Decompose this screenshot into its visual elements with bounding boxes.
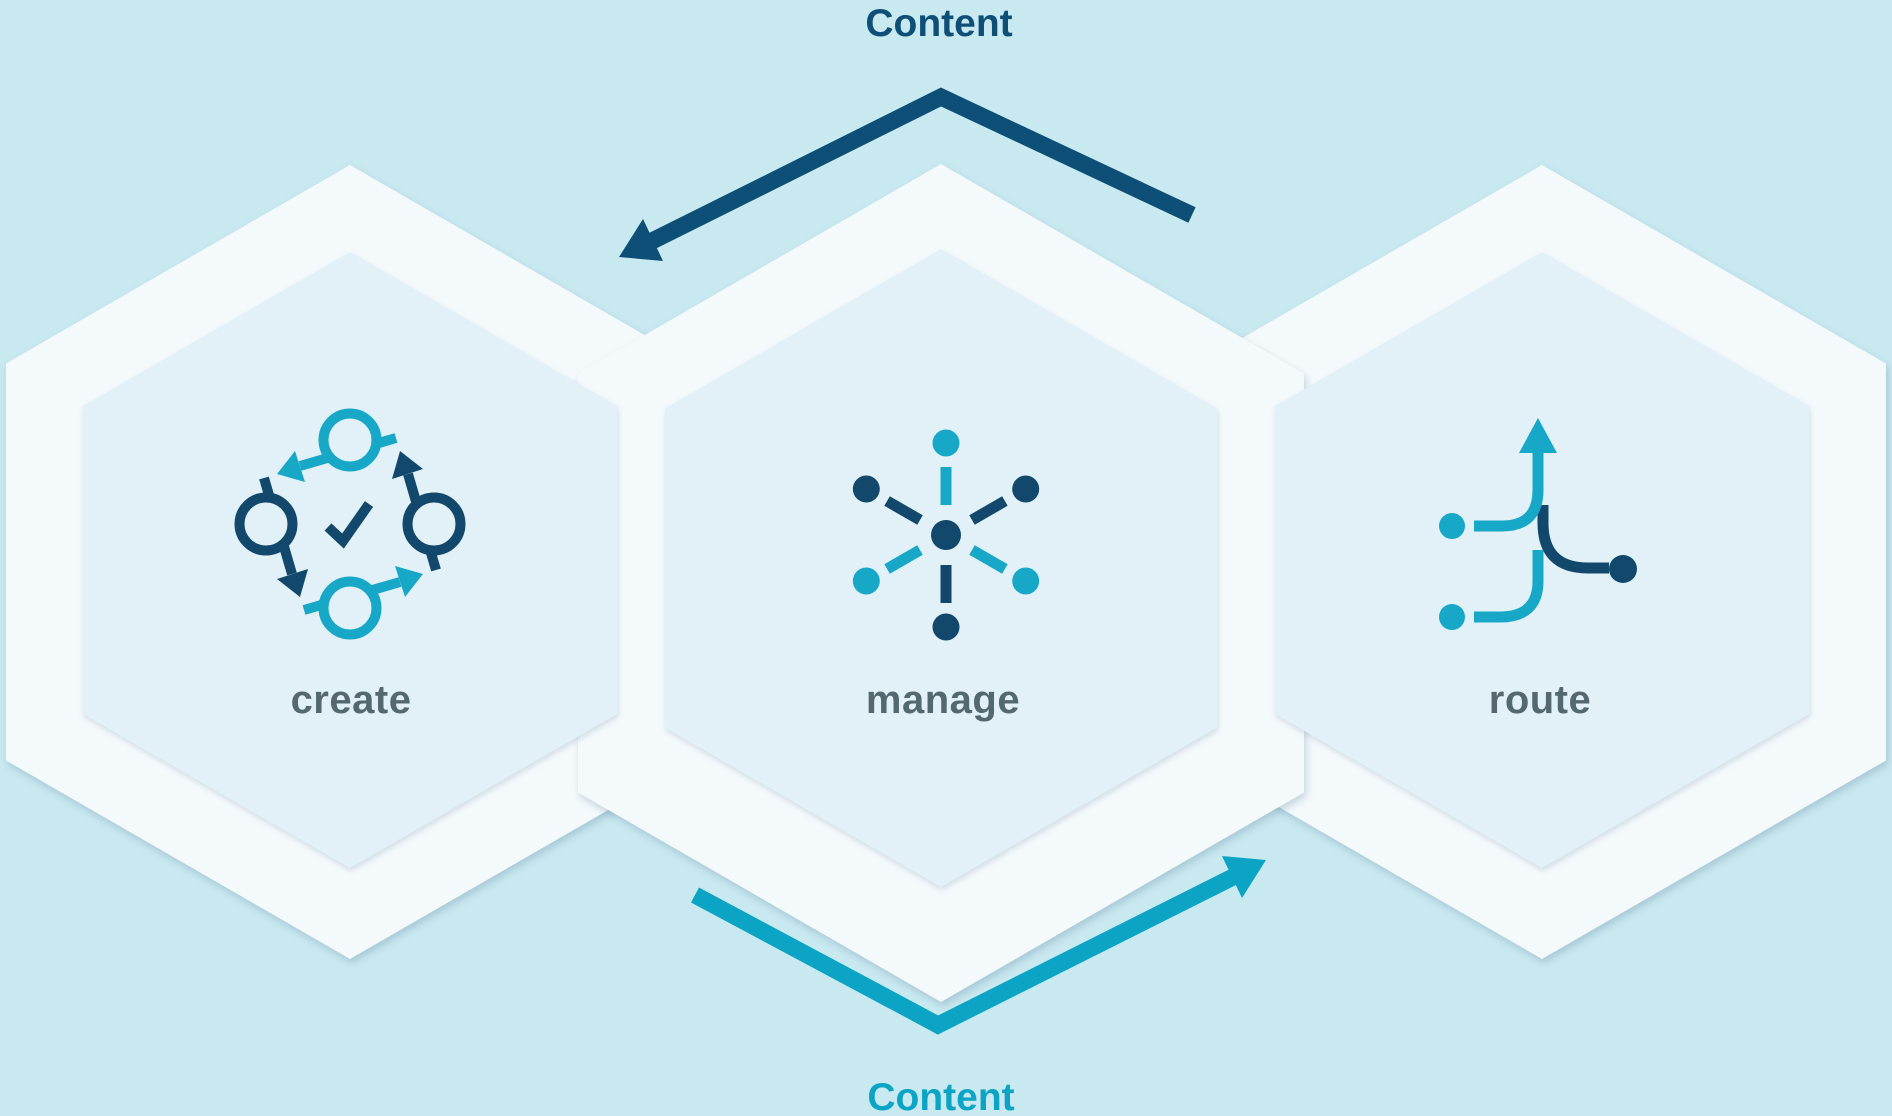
hub-network-icon xyxy=(852,429,1040,641)
approval-cycle-icon xyxy=(234,408,466,640)
route-up-arrowhead xyxy=(1519,418,1557,453)
checkmark-icon xyxy=(324,501,374,549)
bottom-content-caption: Content xyxy=(867,1076,1014,1116)
hub-center-dot xyxy=(931,520,961,550)
hexagon-label-route: route xyxy=(1489,678,1592,722)
top-arrowhead xyxy=(619,219,663,261)
top-content-caption: Content xyxy=(865,2,1012,45)
top-content-arrow xyxy=(619,87,1196,261)
cycle-arm-right xyxy=(392,451,466,572)
cycle-arm-bottom xyxy=(302,566,423,640)
create-hexagon-inner xyxy=(83,252,617,868)
bottom-content-arrow xyxy=(690,856,1266,1035)
cycle-arm-left xyxy=(234,476,308,597)
cycle-arm-top xyxy=(277,408,398,482)
branch-route-icon xyxy=(1439,418,1637,630)
bottom-arrowhead xyxy=(1222,856,1266,898)
hexagon-label-manage: manage xyxy=(866,678,1020,722)
hexagon-label-create: create xyxy=(291,678,412,722)
